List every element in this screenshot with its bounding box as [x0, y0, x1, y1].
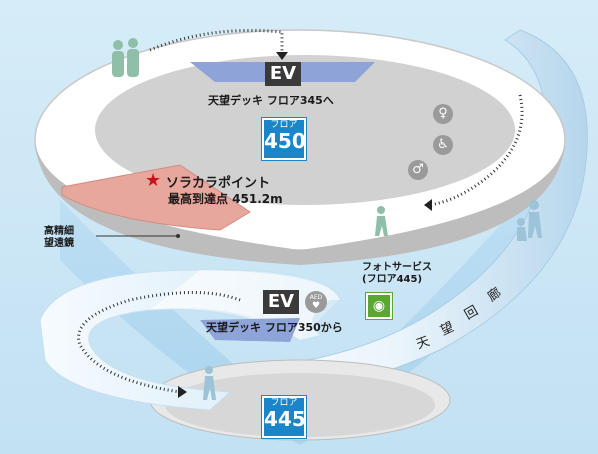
floor-sub-label: フロア [270, 398, 298, 408]
star-icon: ★ [145, 170, 162, 191]
restroom-male-icon: ♂ [408, 160, 428, 180]
elevator-badge-lower: EV [263, 290, 299, 314]
wheelchair-icon: ♿ [433, 135, 453, 155]
floor-sub-label: フロア [270, 120, 298, 130]
aed-label: AED [309, 294, 323, 301]
elevator-badge-upper: EV [265, 62, 301, 86]
highest-point-label: 最高到達点 451.2m [168, 192, 283, 206]
aed-icon: AED♥ [305, 291, 327, 313]
floor-badge-445: フロア 445 [262, 396, 306, 438]
floor-number: 445 [264, 407, 306, 431]
walking-person-icon [375, 206, 388, 236]
restroom-female-icon: ♀ [433, 104, 453, 124]
couple-icon [112, 38, 139, 77]
floor-number: 450 [264, 129, 306, 153]
sorakara-point-title: ソラカラポイント [166, 176, 271, 191]
from-deck-label: 天望デッキ フロア350から [206, 321, 343, 334]
photo-service-label: フォトサービス (フロア445) [362, 262, 432, 285]
camera-icon: ◉ [366, 293, 392, 319]
walking-person-icon [203, 366, 216, 400]
telescope-label: 高精細 望遠鏡 [44, 226, 74, 249]
floor-badge-450: フロア 450 [262, 118, 306, 160]
walking-person-icon [517, 200, 542, 241]
sorakara-point-zone [61, 164, 251, 231]
to-deck-label: 天望デッキ フロア345へ [208, 94, 334, 107]
